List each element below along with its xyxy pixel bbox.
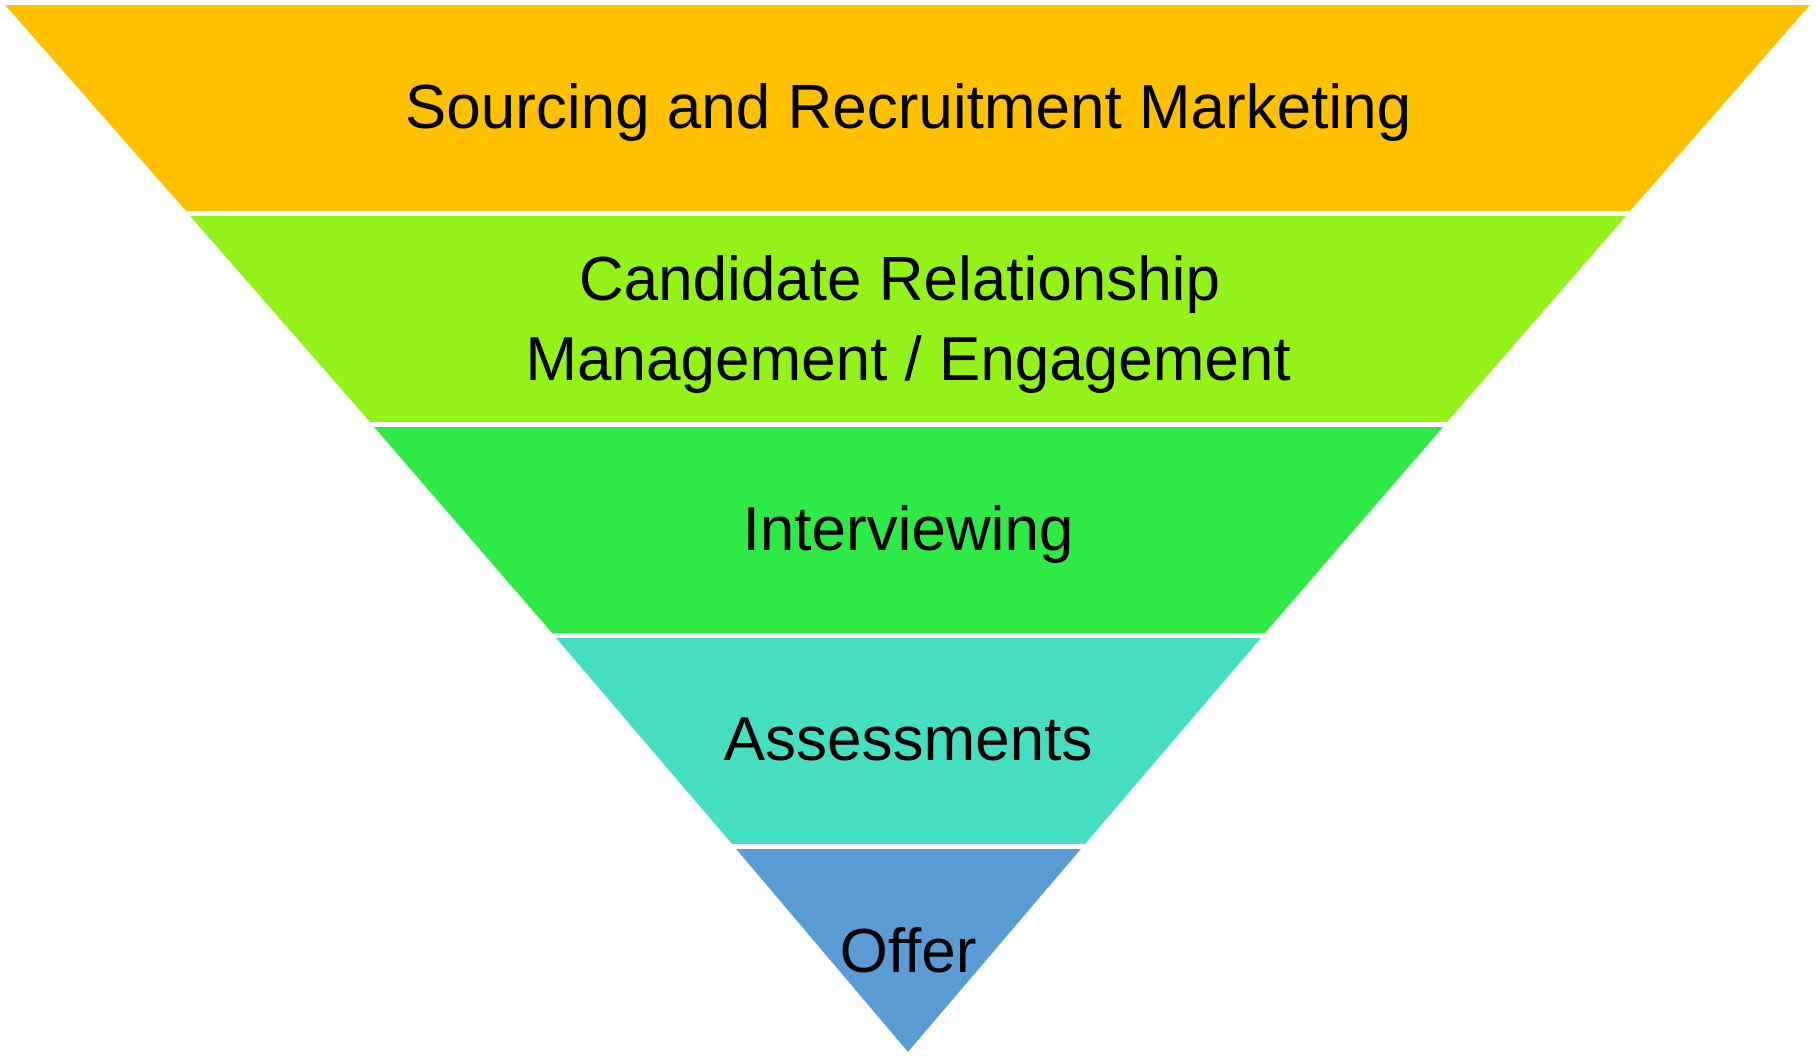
funnel-stage-sourcing: Sourcing and Recruitment Marketing	[5, 5, 1810, 211]
svg-text:Offer: Offer	[840, 917, 977, 986]
funnel-stage-crm: Candidate Relationship Management / Enga…	[190, 216, 1626, 422]
svg-text:Candidate Relationship M: Candidate Relationship Management / Enga…	[525, 245, 1290, 394]
stage-label-offer: Offer	[840, 917, 977, 986]
stage-label-crm-line2: Management / Engagement	[525, 325, 1290, 394]
svg-text:Sourcing and Recruitment Marke: Sourcing and Recruitment Marketing	[405, 73, 1411, 142]
funnel-stage-sourcing-shape	[5, 5, 1810, 211]
funnel-stage-interviewing-shape	[374, 427, 1443, 633]
funnel-stage-assessments: Assessments	[556, 638, 1261, 844]
funnel-stage-offer-shape	[736, 849, 1081, 1052]
stage-label-sourcing: Sourcing and Recruitment Marketing	[405, 73, 1411, 142]
stage-label-crm-line1: Candidate Relationship	[579, 245, 1220, 314]
funnel-stage-offer: Offer	[736, 849, 1081, 1052]
funnel-stage-crm-shape	[190, 216, 1626, 422]
funnel-stage-assessments-shape	[556, 638, 1261, 844]
svg-text:Assessments: Assessments	[724, 705, 1093, 774]
svg-text:Interviewing: Interviewing	[743, 495, 1074, 564]
funnel-stage-interviewing: Interviewing	[374, 427, 1443, 633]
stage-label-assessments: Assessments	[724, 705, 1093, 774]
stage-label-interviewing: Interviewing	[743, 495, 1074, 564]
